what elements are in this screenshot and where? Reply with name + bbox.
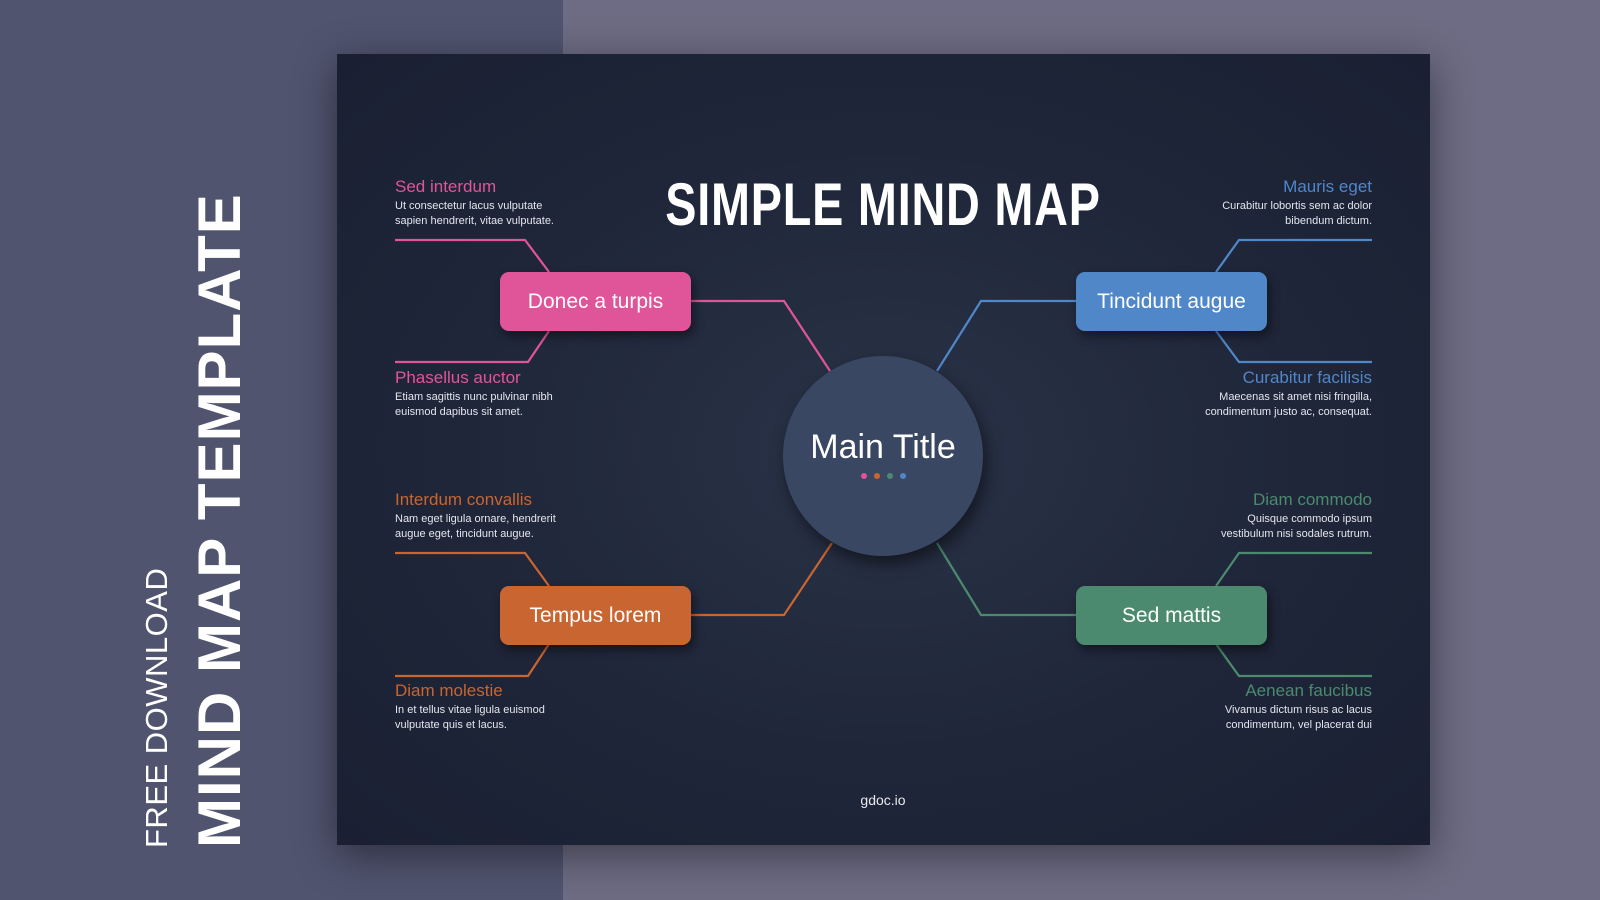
green-connectors [936, 542, 1372, 678]
pink-connectors [395, 238, 831, 372]
central-node[interactable]: Main Title [783, 356, 983, 556]
footer-brand: gdoc.io [860, 792, 906, 808]
leaf-text: Ut consectetur lacus vulputate [395, 200, 543, 212]
central-node-label: Main Title [810, 428, 956, 466]
blue-dot [899, 473, 906, 479]
leaf-title: Phasellus auctor [395, 368, 521, 387]
leaf-title: Aenean faucibus [1245, 681, 1372, 700]
leaf-text: augue eget, tincidunt augue. [395, 528, 534, 540]
leaf-text: condimentum, vel placerat dui [1225, 719, 1372, 731]
leaf-title: Diam molestie [395, 681, 503, 700]
leaf-title: Interdum convallis [395, 490, 533, 509]
leaf-text: vestibulum nisi sodales rutrum. [1220, 528, 1372, 540]
color-dots [783, 473, 983, 479]
leaf-blue-top: Mauris eget Curabitur lobortis sem ac do… [1112, 177, 1372, 229]
branch-node-orange[interactable]: Tempus lorem [500, 586, 691, 645]
leaf-text: vulputate quis et lacus. [395, 719, 507, 731]
leaf-title: Curabitur facilisis [1242, 368, 1372, 387]
branch-node-green[interactable]: Sed mattis [1076, 586, 1267, 645]
leaf-green-top: Diam commodo Quisque commodo ipsum vestib… [1112, 490, 1372, 542]
leaf-text: Nam eget ligula ornare, hendrerit [395, 513, 556, 525]
blue-connectors [936, 238, 1372, 372]
leaf-title: Sed interdum [395, 177, 497, 196]
leaf-orange-top: Interdum convallis Nam eget ligula ornar… [395, 490, 655, 542]
leaf-text: Curabitur lobortis sem ac dolor [1222, 200, 1372, 212]
branch-node-blue[interactable]: Tincidunt augue [1076, 272, 1267, 331]
orange-dot [873, 473, 880, 479]
green-dot [886, 473, 893, 479]
pink-dot [860, 473, 867, 479]
leaf-title: Mauris eget [1283, 177, 1372, 196]
leaf-text: Vivamus dictum risus ac lacus [1224, 704, 1372, 716]
leaf-text: Maecenas sit amet nisi fringilla, [1219, 391, 1372, 403]
orange-connectors [395, 542, 833, 678]
leaf-text: condimentum justo ac, consequat. [1205, 406, 1372, 418]
leaf-text: sapien hendrerit, vitae vulputate. [395, 215, 554, 227]
leaf-green-bottom: Aenean faucibus Vivamus dictum risus ac … [1112, 681, 1372, 733]
leaf-blue-bottom: Curabitur facilisis Maecenas sit amet ni… [1112, 368, 1372, 420]
leaf-text: Etiam sagittis nunc pulvinar nibh [395, 391, 553, 403]
leaf-pink-bottom: Phasellus auctor Etiam sagittis nunc pul… [395, 368, 655, 420]
branch-node-pink[interactable]: Donec a turpis [500, 272, 691, 331]
leaf-text: Quisque commodo ipsum [1247, 513, 1372, 525]
leaf-text: euismod dapibus sit amet. [395, 406, 523, 418]
leaf-text: In et tellus vitae ligula euismod [395, 704, 545, 716]
page-title: SIMPLE MIND MAP [665, 171, 1101, 238]
leaf-pink-top: Sed interdum Ut consectetur lacus vulput… [395, 177, 655, 229]
leaf-title: Diam commodo [1252, 490, 1372, 509]
leaf-text: bibendum dictum. [1285, 215, 1372, 227]
leaf-orange-bottom: Diam molestie In et tellus vitae ligula … [395, 681, 655, 733]
